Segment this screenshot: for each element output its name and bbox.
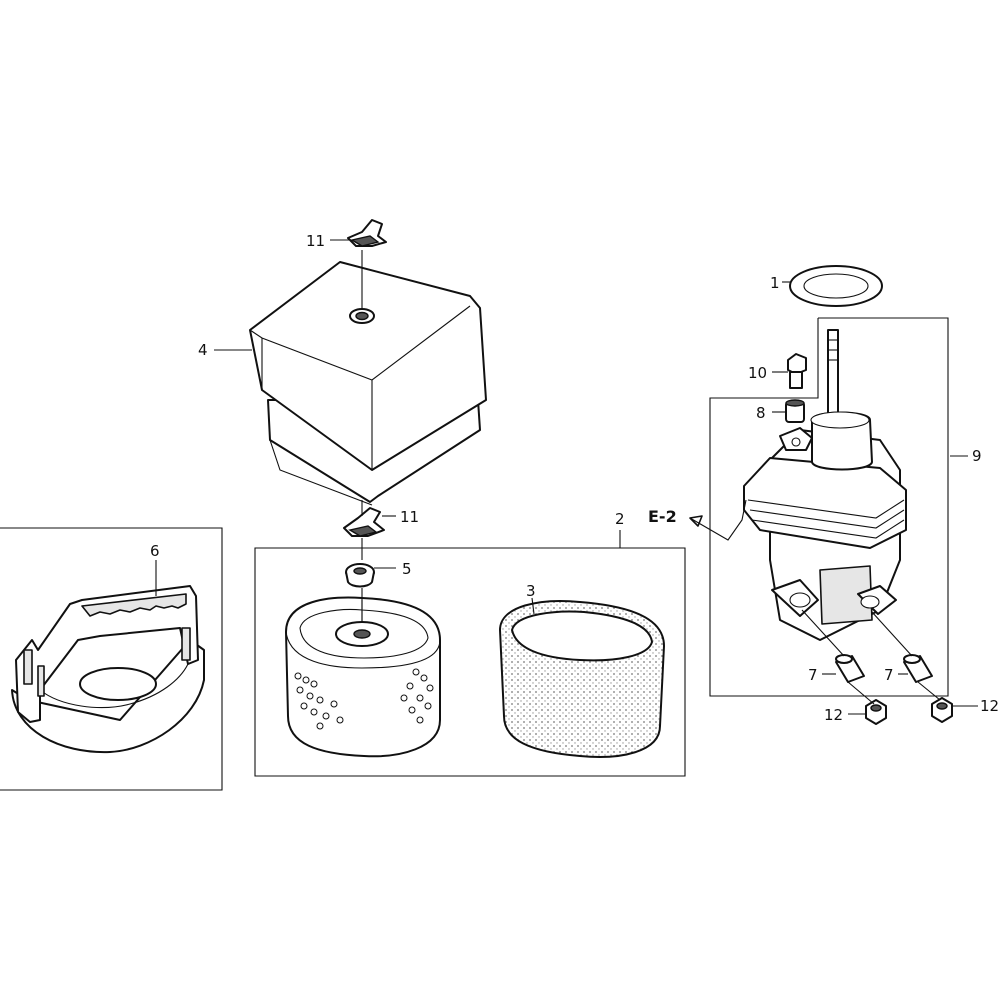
air-cleaner-base [11, 585, 205, 754]
callout-4: 4 [198, 341, 208, 359]
lower-collar-right [903, 654, 933, 683]
grommet [345, 563, 375, 588]
paper-element [285, 596, 441, 758]
callout-10: 10 [748, 364, 767, 382]
elbow-assembly-box [709, 317, 949, 697]
callout-12-left: 12 [824, 706, 843, 724]
base-box [0, 527, 223, 791]
wing-nut-lower [343, 507, 385, 537]
lower-collar-left [835, 654, 865, 683]
flange-nut-left [865, 699, 887, 725]
callout-5: 5 [402, 560, 412, 578]
callout-8: 8 [756, 404, 766, 422]
callout-2: 2 [615, 510, 625, 528]
air-cleaner-cover [249, 261, 487, 506]
foam-element [498, 600, 666, 758]
callout-9: 9 [972, 447, 982, 465]
callout-3: 3 [526, 582, 536, 600]
callout-7-left: 7 [808, 666, 818, 684]
callout-11-lower: 11 [400, 508, 419, 526]
reference-e2: E-2 [648, 507, 677, 526]
element-assembly-box [254, 547, 686, 777]
callout-7-right: 7 [884, 666, 894, 684]
leader-lines [155, 239, 978, 715]
callout-1: 1 [770, 274, 780, 292]
gasket [789, 265, 883, 307]
callout-12-right: 12 [980, 697, 999, 715]
callout-6: 6 [150, 542, 160, 560]
callout-11-top: 11 [306, 232, 325, 250]
wing-nut-top [347, 219, 387, 247]
flange-nut-right [931, 697, 953, 723]
callout-labels: 1 2 3 4 5 6 7 7 8 9 10 11 11 12 12 E-2 [150, 232, 999, 724]
flange-bolt [787, 353, 807, 389]
air-cleaner-elbow [743, 411, 907, 641]
collar [785, 399, 805, 423]
